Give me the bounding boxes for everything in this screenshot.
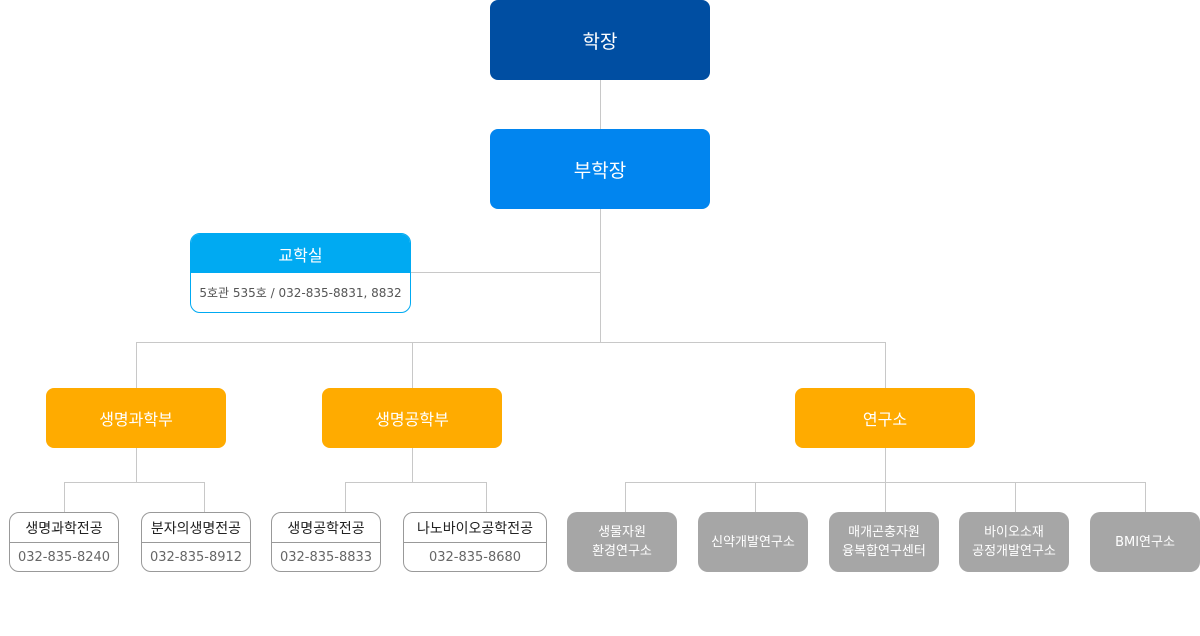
major-box: 생명과학전공 032-835-8240 (9, 512, 119, 572)
connector-eng-down (412, 448, 413, 482)
connector-inst-3 (885, 482, 886, 512)
major-phone: 032-835-8912 (149, 550, 243, 565)
connector-inst-1 (625, 482, 626, 512)
connector-inst-down (885, 448, 886, 482)
connector-inst-2 (755, 482, 756, 512)
institute-box: 매개곤충자원 융복합연구센터 (829, 512, 939, 572)
major-phone: 032-835-8680 (428, 550, 522, 565)
connector-bio-m1 (64, 482, 65, 512)
connector-eng-m1 (345, 482, 346, 512)
institute-name-line2: 융복합연구센터 (842, 544, 926, 559)
connector-bio-down (136, 448, 137, 482)
connector-vice-trunk (600, 209, 601, 342)
connector-eng-bar (345, 482, 487, 483)
institute-name-line1: BMI연구소 (1115, 534, 1175, 550)
connector-inst-4 (1015, 482, 1016, 512)
major-box: 분자의생명전공 032-835-8912 (141, 512, 251, 572)
connector-dept-2 (412, 342, 413, 388)
institute-name-line1: 생물자원 (598, 525, 646, 540)
connector-dean-vice (600, 80, 601, 129)
major-name: 나노바이오공학전공 (404, 513, 546, 543)
institute-box: 바이오소재 공정개발연구소 (959, 512, 1069, 572)
research-institutes-box: 연구소 (795, 388, 975, 448)
academic-office-title: 교학실 (191, 234, 410, 273)
connector-inst-5 (1145, 482, 1146, 512)
connector-dept-bar (136, 342, 886, 343)
major-name: 분자의생명전공 (142, 513, 250, 543)
connector-office (411, 272, 601, 273)
institute-box: 생물자원 환경연구소 (567, 512, 677, 572)
vice-dean-box: 부학장 (490, 129, 710, 209)
institute-box: 신약개발연구소 (698, 512, 808, 572)
connector-dept-1 (136, 342, 137, 388)
academic-office-box: 교학실 5호관 535호 / 032-835-8831, 8832 (190, 233, 411, 313)
institute-box: BMI연구소 (1090, 512, 1200, 572)
connector-bio-m2 (204, 482, 205, 512)
connector-bio-bar (64, 482, 205, 483)
institute-name-line2: 공정개발연구소 (972, 544, 1056, 559)
connector-eng-m2 (486, 482, 487, 512)
department-box: 생명공학부 (322, 388, 502, 448)
major-phone: 032-835-8833 (279, 550, 373, 565)
connector-dept-3 (885, 342, 886, 388)
major-box: 생명공학전공 032-835-8833 (271, 512, 381, 572)
department-box: 생명과학부 (46, 388, 226, 448)
major-box: 나노바이오공학전공 032-835-8680 (403, 512, 547, 572)
institute-name-line2: 환경연구소 (592, 544, 652, 559)
academic-office-info: 5호관 535호 / 032-835-8831, 8832 (199, 286, 402, 300)
major-name: 생명공학전공 (272, 513, 380, 543)
institute-name-line1: 신약개발연구소 (711, 534, 795, 550)
dean-box: 학장 (490, 0, 710, 80)
major-phone: 032-835-8240 (17, 550, 111, 565)
institute-name-line1: 매개곤충자원 (848, 525, 920, 540)
major-name: 생명과학전공 (10, 513, 118, 543)
institute-name-line1: 바이오소재 (984, 525, 1044, 540)
